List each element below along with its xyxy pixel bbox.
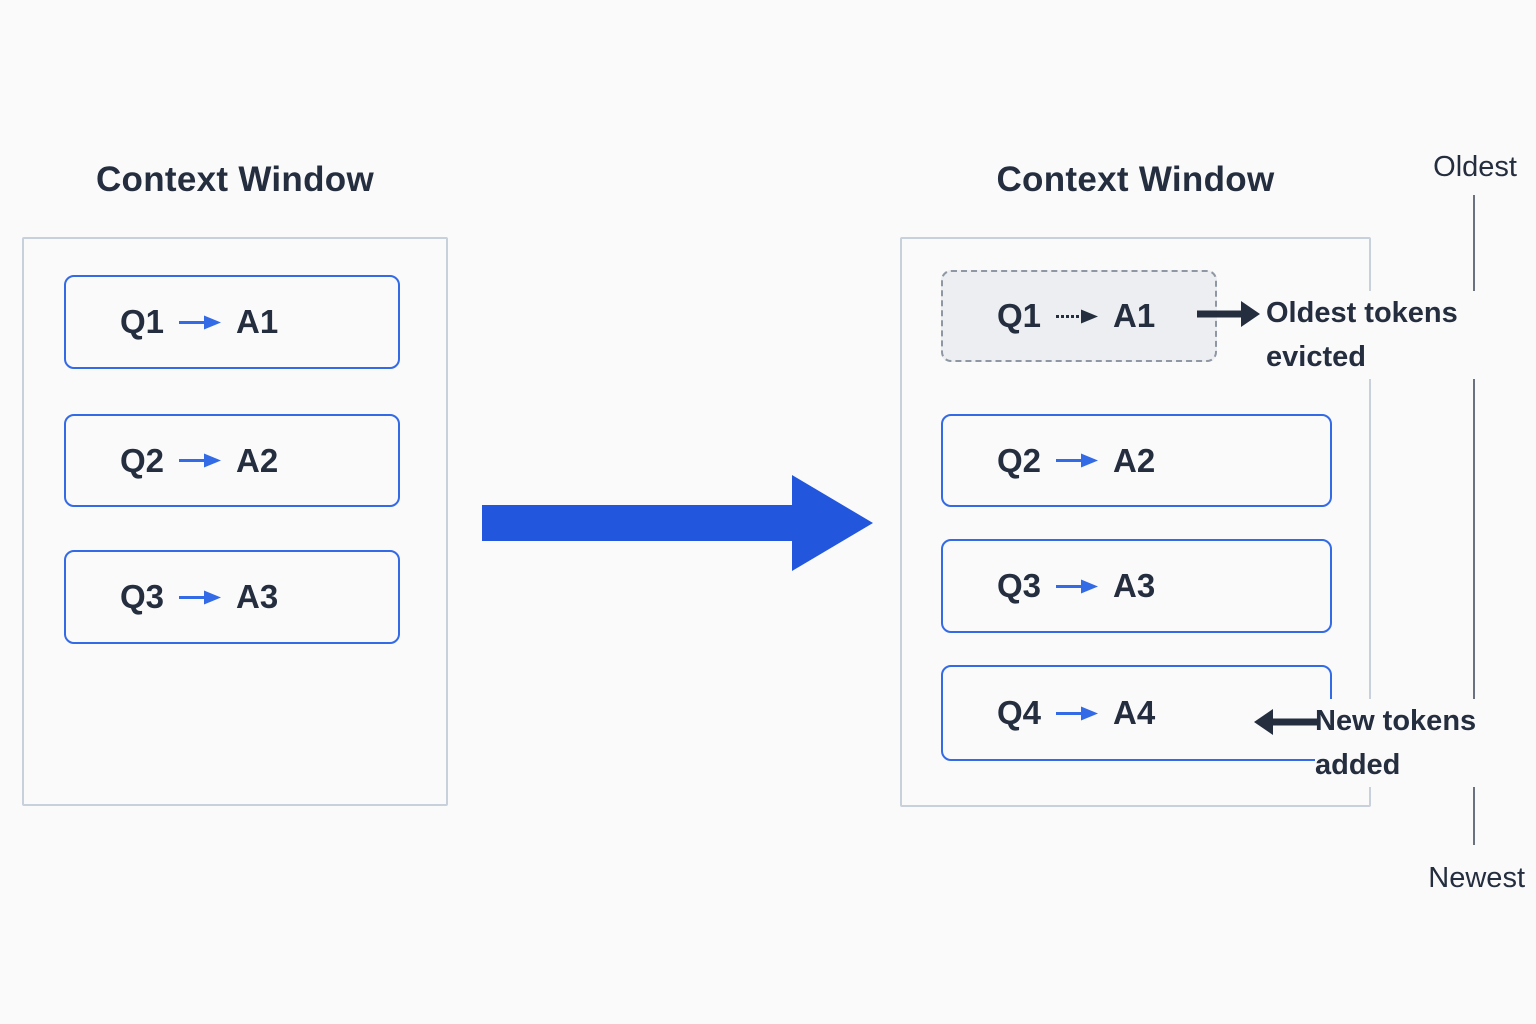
question-label: Q2 bbox=[120, 441, 165, 479]
axis-label-oldest: Oldest bbox=[1433, 151, 1517, 183]
context-window-panel-left bbox=[22, 237, 448, 806]
annotation-oldest-evicted: Oldest tokens evicted bbox=[1266, 291, 1512, 379]
right-panel-title: Context Window bbox=[996, 160, 1275, 199]
left-panel-title: Context Window bbox=[95, 160, 374, 199]
transition-right-arrow-icon bbox=[482, 475, 873, 571]
qa-right-arrow-icon bbox=[179, 590, 222, 604]
question-label: Q4 bbox=[997, 694, 1042, 731]
qa-box-left-1: Q1 A1 bbox=[64, 275, 400, 369]
evicted-right-arrow-icon bbox=[1197, 301, 1260, 327]
answer-label: A3 bbox=[1113, 567, 1156, 604]
annotation-line: added bbox=[1315, 749, 1401, 781]
question-label: Q3 bbox=[997, 567, 1042, 604]
axis-line bbox=[1473, 195, 1475, 845]
annotation-new-tokens-added: New tokens added bbox=[1315, 699, 1517, 787]
answer-label: A4 bbox=[1113, 694, 1156, 731]
answer-label: A2 bbox=[1113, 441, 1156, 479]
qa-right-arrow-icon bbox=[179, 453, 222, 468]
annotation-line: evicted bbox=[1266, 341, 1366, 373]
question-label: Q3 bbox=[120, 578, 165, 615]
qa-right-arrow-icon bbox=[1056, 309, 1099, 323]
qa-box-left-2: Q2 A2 bbox=[64, 414, 400, 507]
annotation-line: New tokens bbox=[1315, 705, 1477, 737]
qa-box-right-1-evicted: Q1 A1 bbox=[941, 270, 1217, 362]
qa-box-left-3: Q3 A3 bbox=[64, 550, 400, 644]
qa-right-arrow-icon bbox=[1056, 579, 1099, 593]
question-label: Q2 bbox=[997, 441, 1042, 479]
answer-label: A3 bbox=[236, 578, 279, 615]
qa-right-arrow-icon bbox=[1056, 453, 1099, 468]
qa-box-right-3: Q3 A3 bbox=[941, 539, 1332, 633]
answer-label: A1 bbox=[236, 303, 279, 340]
axis-label-newest: Newest bbox=[1428, 862, 1525, 894]
qa-box-right-2: Q2 A2 bbox=[941, 414, 1332, 507]
added-left-arrow-icon bbox=[1254, 709, 1317, 735]
question-label: Q1 bbox=[120, 303, 165, 340]
qa-right-arrow-icon bbox=[179, 315, 222, 329]
question-label: Q1 bbox=[997, 297, 1042, 334]
answer-label: A1 bbox=[1113, 297, 1156, 334]
qa-right-arrow-icon bbox=[1056, 706, 1099, 720]
context-window-panel-right bbox=[900, 237, 1371, 807]
answer-label: A2 bbox=[236, 441, 279, 479]
annotation-line: Oldest tokens bbox=[1266, 297, 1458, 329]
